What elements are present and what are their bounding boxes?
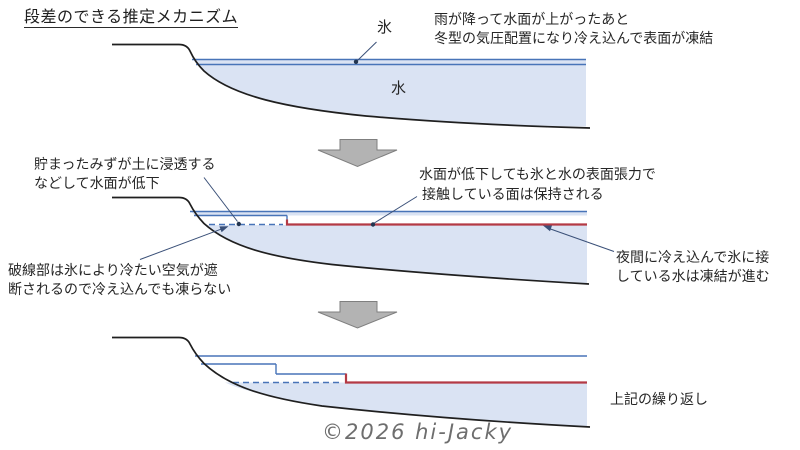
water-label: 水 [391, 80, 407, 97]
copyright-watermark: ©2026 hi-Jacky [322, 420, 514, 444]
water-body-top [199, 64, 586, 127]
down-arrow-icon [317, 139, 398, 168]
middle-left-note-line2: などして水面が低下 [34, 175, 160, 191]
water-fill-middle [191, 211, 587, 284]
surface-note-leader-line [373, 196, 418, 224]
top-annotation-line2: 冬型の気圧配置になり冷え込んで表面が凍結 [434, 30, 714, 46]
page-title: 段差のできる推定メカニズム [24, 9, 239, 28]
panel-top [112, 41, 591, 129]
ground-profile-top [112, 43, 591, 129]
panel-bottom [112, 336, 591, 428]
night-freeze-note-line1: 夜間に冷え込んで氷に接 [616, 249, 770, 265]
water-body-bottom [225, 382, 587, 427]
ground-profile-middle [112, 196, 590, 285]
surface-tension-note-line2: 接触している面は保持される [422, 186, 604, 202]
seep-leader-line [203, 177, 238, 222]
dashed-note-arrow-line [139, 228, 222, 260]
water-body-middle [206, 225, 587, 284]
ice-step1-line-bottom [201, 363, 346, 375]
seep-leader-dot [236, 221, 241, 227]
ice-band-top [193, 59, 586, 65]
water-fill-top [193, 59, 586, 127]
ice-label: 氷 [377, 19, 393, 36]
surface-note-dot [370, 222, 376, 227]
dashed-line-note-line2: 断されるので冷え込んでも凍らない [8, 281, 232, 297]
ice-lines-bottom [195, 355, 587, 384]
top-annotation-line1: 雨が降って水面が上がったあと [434, 11, 630, 27]
night-note-arrowhead [543, 225, 552, 232]
ice-lines-top [192, 58, 586, 66]
down-arrow-icon [317, 301, 398, 329]
middle-leaders [139, 177, 615, 260]
dashed-line-note-line1: 破線部は氷により冷たい空気が遮 [8, 262, 218, 278]
night-note-arrow-line [550, 228, 615, 252]
ground-profile-bottom [112, 336, 591, 428]
panel-middle [112, 177, 615, 285]
new-ice-lines-bottom [344, 373, 587, 384]
surface-tension-note-line1: 水面が低下しても氷と水の表面張力で [419, 166, 656, 182]
repeat-note: 上記の繰り返し [610, 391, 708, 407]
ice-label-leader [353, 41, 377, 64]
new-ice-lines-middle [285, 219, 587, 226]
ice-lines-middle [190, 210, 587, 226]
dashed-note-arrowhead [219, 226, 229, 233]
night-freeze-note-line2: している水は凍結が進む [616, 268, 770, 284]
middle-left-note-line1: 貯まったみずが土に浸透する [34, 156, 216, 172]
